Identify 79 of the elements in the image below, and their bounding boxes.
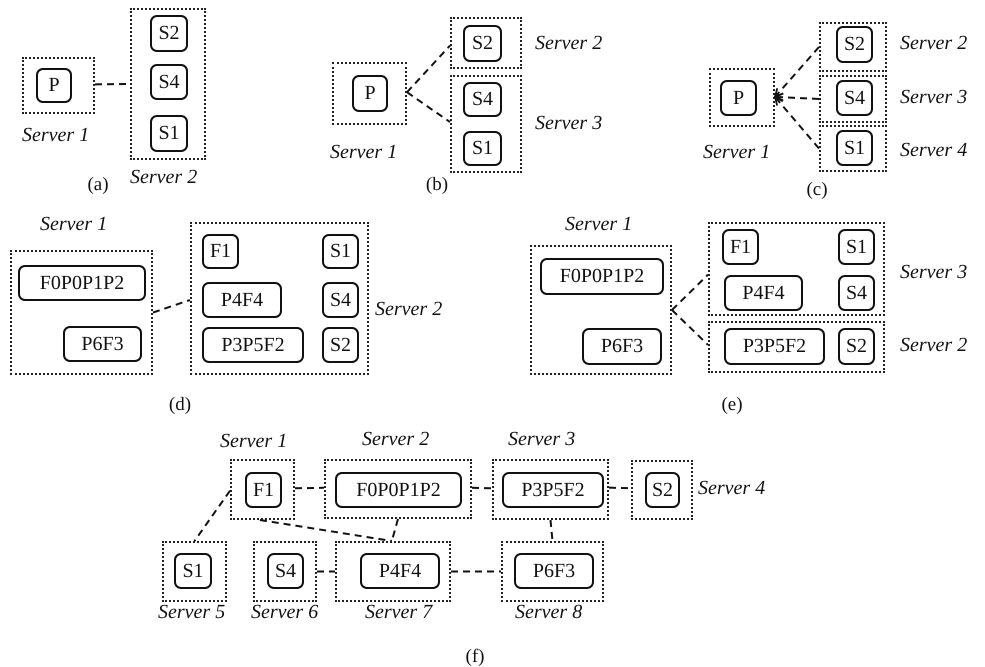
dashed-connector [451,570,501,572]
rounded-box: S4 [150,64,188,100]
rounded-box: P [36,68,72,103]
rounded-box: S1 [463,131,502,166]
server-label: Server 1 [22,124,90,146]
rounded-box: S4 [322,282,359,318]
server-label: Server 2 [535,32,602,54]
rounded-box: F0P0P1P2 [335,472,462,508]
panel-label: (e) [721,394,743,416]
rounded-box: F0P0P1P2 [540,258,664,295]
server-label: Server 3 [900,86,968,108]
rounded-box: P [352,75,388,112]
dashed-connector [550,520,554,542]
rounded-box: P4F4 [202,282,282,318]
server-label: Server 2 [900,32,968,54]
rounded-box: S2 [150,15,188,52]
server-label: Server 2 [375,298,442,320]
dashed-arrow [774,46,820,98]
rounded-box: S2 [322,327,359,363]
rounded-box: S1 [322,234,359,269]
rounded-box: S1 [838,229,875,265]
rounded-box: S4 [838,275,875,311]
rounded-box: F1 [202,234,239,269]
rounded-box: P3P5F2 [202,327,304,363]
server-label: Server 4 [900,139,968,161]
server-label: Server 3 [508,428,576,450]
rounded-box: S1 [174,553,212,589]
dashed-arrow [774,96,820,150]
server-label: Server 1 [220,430,288,452]
dashed-arrow [774,92,820,102]
dashed-connector [472,486,492,490]
server-label: Server 4 [698,477,766,499]
server-label: Server 2 [900,334,968,356]
dashed-connector [294,486,324,490]
rounded-box: S2 [645,472,680,508]
panel-label: (c) [806,179,828,201]
rounded-box: P6F3 [514,553,594,589]
rounded-box: P6F3 [63,326,142,362]
panel-label: (a) [87,174,109,196]
server-label: Server 6 [251,601,318,623]
server-label: Server 1 [40,213,108,235]
dashed-connector [671,309,709,346]
dashed-connector [406,91,451,123]
rounded-box: S4 [836,80,873,116]
server-label: Server 8 [515,601,582,623]
rounded-box: P4F4 [724,275,803,311]
rounded-box: S2 [463,25,502,62]
dashed-connector [317,570,335,572]
server-label: Server 2 [362,428,430,450]
server-label: Server 1 [703,141,770,163]
rounded-box: P3P5F2 [724,328,825,365]
server-label: Server 3 [900,261,968,283]
server-label: Server 3 [535,112,602,134]
rounded-box: F1 [722,229,759,265]
dashed-connector [260,519,392,542]
rounded-box: S1 [150,115,188,152]
rounded-box: S4 [267,553,304,589]
server-label: Server 2 [130,166,198,188]
rounded-box: F0P0P1P2 [18,265,146,301]
server-label: Server 7 [365,601,432,623]
rounded-box: S4 [463,82,502,117]
panel-label: (f) [466,646,484,667]
server-label: Server 5 [158,601,226,623]
dashed-connector [194,490,231,542]
panel-label: (d) [168,394,192,416]
rounded-box: P4F4 [360,553,440,589]
rounded-box: P3P5F2 [502,472,604,508]
dashed-connector [152,299,190,314]
dashed-connector [406,44,451,93]
rounded-box: F1 [245,472,282,508]
rounded-box: P [720,80,757,116]
server-label: Server 1 [330,141,398,163]
dashed-connector [671,274,709,311]
server-label: Server 1 [565,213,632,235]
rounded-box: S2 [836,26,873,63]
panel-label: (b) [426,174,448,196]
rounded-box: S2 [838,328,875,365]
rounded-box: P6F3 [582,328,662,365]
rounded-box: S1 [836,130,873,166]
